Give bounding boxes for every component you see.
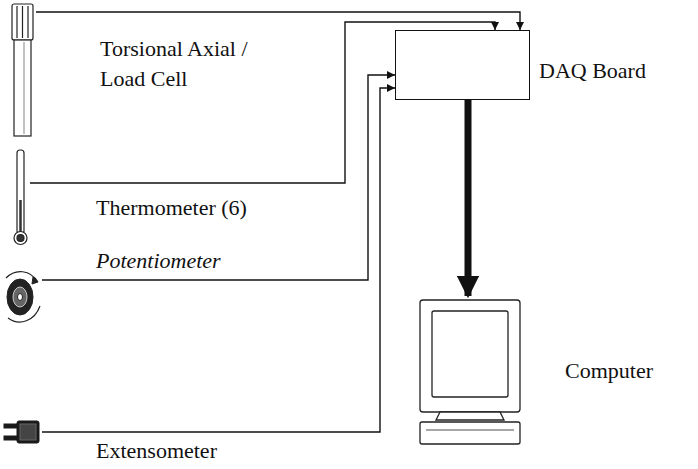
- node-label: Computer: [565, 356, 653, 386]
- potentiometer-node: Potentiometer: [2, 276, 42, 318]
- signal-wire: [42, 88, 395, 432]
- extensometer-node: Extensometer: [2, 418, 42, 446]
- data-bus-arrow: [465, 100, 472, 296]
- node-label: DAQ Board: [539, 56, 646, 86]
- node-label: Extensometer: [96, 436, 217, 466]
- thermometer-node: Thermometer (6): [12, 148, 30, 248]
- node-label: Potentiometer: [96, 246, 221, 276]
- daq-board-box: DAQ Board: [395, 30, 530, 100]
- signal-wire: [36, 12, 520, 30]
- node-label: Thermometer (6): [96, 193, 247, 223]
- computer-icon: [420, 300, 520, 444]
- signal-wire: [42, 75, 395, 280]
- computer-node: Computer: [418, 298, 523, 448]
- node-label: Torsional Axial / Load Cell: [100, 34, 250, 93]
- load-cell-node: Torsional Axial / Load Cell: [8, 2, 36, 138]
- potentiometer-icon: [6, 272, 40, 322]
- load-cell-icon: [12, 4, 33, 136]
- thermometer-icon: [14, 150, 27, 245]
- extensometer-icon: [4, 421, 39, 443]
